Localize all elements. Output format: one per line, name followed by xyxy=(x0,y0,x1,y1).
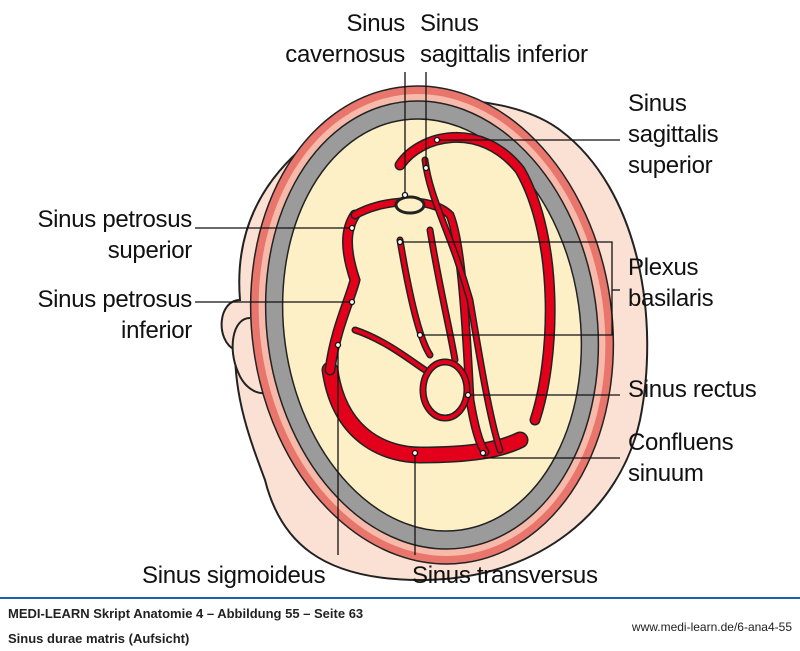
label-line: Sinus xyxy=(420,10,479,37)
label-line: cavernosus xyxy=(285,41,405,68)
label-line: Sinus petrosus xyxy=(37,206,192,233)
label-line: sinuum xyxy=(628,460,704,487)
leader-lines xyxy=(195,72,620,555)
label-confluens-sinuum: Confluens sinuum xyxy=(628,427,734,489)
label-line: Confluens xyxy=(628,429,734,456)
sinus-vessels xyxy=(321,131,556,464)
label-line: inferior xyxy=(121,317,192,344)
label-line: Plexus xyxy=(628,254,699,281)
label-sinus-sagittalis-inferior: Sinus sagittalis inferior xyxy=(420,8,588,70)
label-sinus-rectus: Sinus rectus xyxy=(628,376,757,403)
label-sinus-sagittalis-superior: Sinus sagittalis superior xyxy=(628,88,719,181)
label-line: basilaris xyxy=(628,285,714,312)
label-line: Sinus xyxy=(628,90,687,117)
footer-title: MEDI-LEARN Skript Anatomie 4 – Abbildung… xyxy=(8,606,364,621)
label-sinus-petrosus-inferior: Sinus petrosus inferior xyxy=(0,284,192,346)
label-plexus-basilaris: Plexus basilaris xyxy=(628,252,714,314)
label-sinus-sigmoideus: Sinus sigmoideus xyxy=(142,562,326,589)
label-line: Sinus petrosus xyxy=(37,286,192,313)
label-line: sagittalis inferior xyxy=(420,41,588,68)
label-line: superior xyxy=(628,152,713,179)
label-line: sagittalis xyxy=(628,121,719,148)
label-line: superior xyxy=(107,237,193,264)
footer-url[interactable]: www.medi-learn.de/6-ana4-55 xyxy=(631,620,792,634)
label-sinus-cavernosus: Sinus cavernosus xyxy=(270,8,405,70)
label-sinus-transversus: Sinus transversus xyxy=(412,562,598,589)
footer-subtitle: Sinus durae matris (Aufsicht) xyxy=(8,631,190,646)
label-line: Sinus xyxy=(346,10,405,37)
label-sinus-petrosus-superior: Sinus petrosus superior xyxy=(0,204,192,266)
